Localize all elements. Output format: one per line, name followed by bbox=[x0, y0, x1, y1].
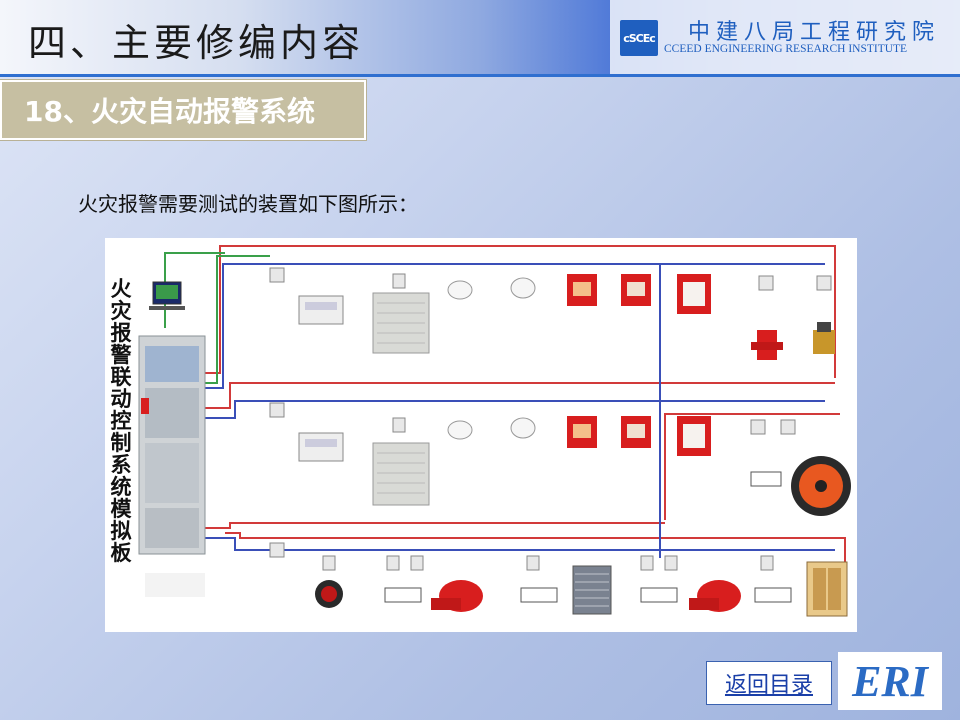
panel-label: 火 灾 报 警 联 动 控 制 系 统 模 拟 板 bbox=[109, 278, 133, 564]
panel-label-char: 制 bbox=[110, 430, 132, 455]
section-heading: 18、火灾自动报警系统 bbox=[0, 80, 366, 140]
eri-logo: ERI bbox=[838, 652, 942, 710]
org-logo-block bbox=[610, 0, 960, 74]
back-to-contents-link[interactable]: 返回目录 bbox=[706, 661, 832, 705]
row1-devices bbox=[269, 267, 835, 360]
panel-label-char: 拟 bbox=[110, 518, 132, 543]
header-divider bbox=[0, 74, 960, 77]
row2-devices bbox=[269, 402, 851, 516]
panel-label-char: 动 bbox=[110, 386, 132, 411]
org-name-cn: 中建八局工程研究院 bbox=[688, 20, 941, 45]
row3-devices bbox=[269, 542, 848, 617]
panel-label-char: 系 bbox=[110, 452, 132, 477]
panel-label-char: 灾 bbox=[110, 298, 132, 323]
panel-label-char: 统 bbox=[110, 474, 132, 499]
intro-text: 火灾报警需要测试的装置如下图所示： bbox=[78, 192, 418, 216]
panel-label-char: 报 bbox=[110, 320, 132, 345]
org-name-en: CCEED ENGINEERING RESEARCH INSTITUTE bbox=[664, 43, 908, 55]
panel-label-char: 火 bbox=[110, 276, 132, 301]
page-title: 四、主要修编内容 bbox=[28, 21, 365, 65]
cscec-logo-icon: cSCEc bbox=[620, 20, 658, 56]
panel-label-char: 板 bbox=[110, 540, 132, 565]
fire-alarm-diagram: 火 灾 报 警 联 动 控 制 系 统 模 拟 板 bbox=[105, 238, 857, 632]
panel-label-char: 控 bbox=[110, 408, 132, 433]
blue-wires bbox=[205, 263, 835, 558]
wiring-diagram-svg bbox=[138, 245, 851, 617]
panel-label-char: 警 bbox=[110, 342, 132, 367]
panel-label-char: 联 bbox=[110, 364, 132, 389]
panel-label-char: 模 bbox=[110, 496, 132, 521]
red-wires bbox=[205, 245, 846, 578]
